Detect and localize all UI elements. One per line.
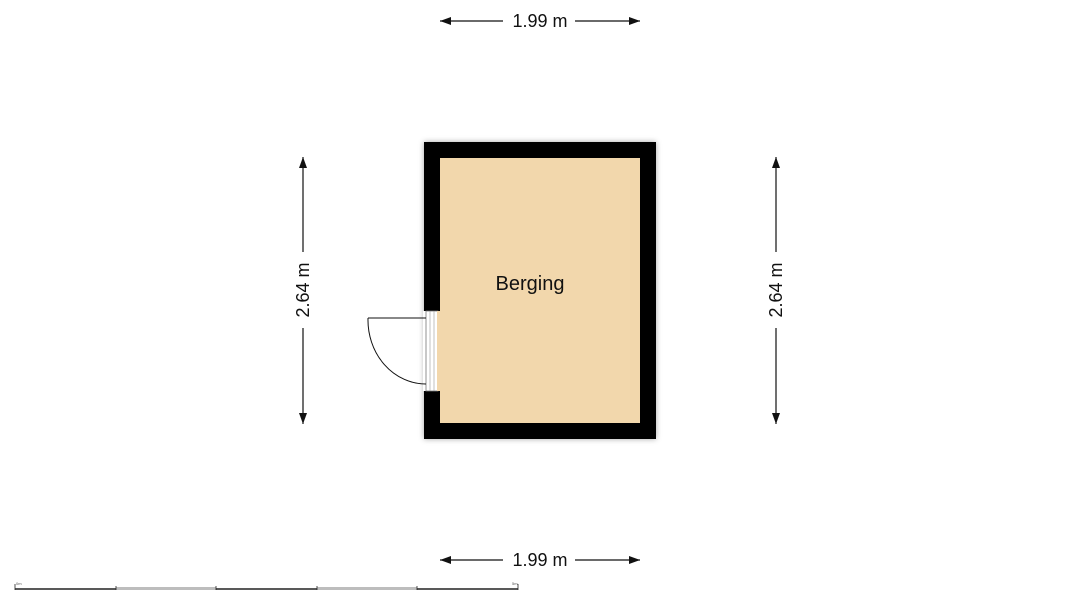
door: [367, 310, 441, 392]
right-dimension: 2.64 m: [766, 157, 786, 424]
room-floor: [440, 158, 640, 423]
door-swing-arc: [367, 317, 427, 385]
scale-bar: 0m 5m: [14, 581, 519, 590]
left-dimension: 2.64 m: [293, 157, 313, 424]
room-label: Berging: [496, 273, 565, 295]
top-dimension: 1.99 m: [440, 11, 640, 31]
room-berging: [424, 142, 656, 439]
top-dimension-label: 1.99 m: [512, 11, 567, 31]
scale-end-label: 5m: [512, 581, 518, 586]
bottom-dimension-label: 1.99 m: [512, 550, 567, 570]
left-dimension-label: 2.64 m: [293, 262, 313, 317]
scale-start-label: 0m: [16, 581, 22, 586]
right-dimension-label: 2.64 m: [766, 262, 786, 317]
bottom-dimension: 1.99 m: [440, 550, 640, 570]
